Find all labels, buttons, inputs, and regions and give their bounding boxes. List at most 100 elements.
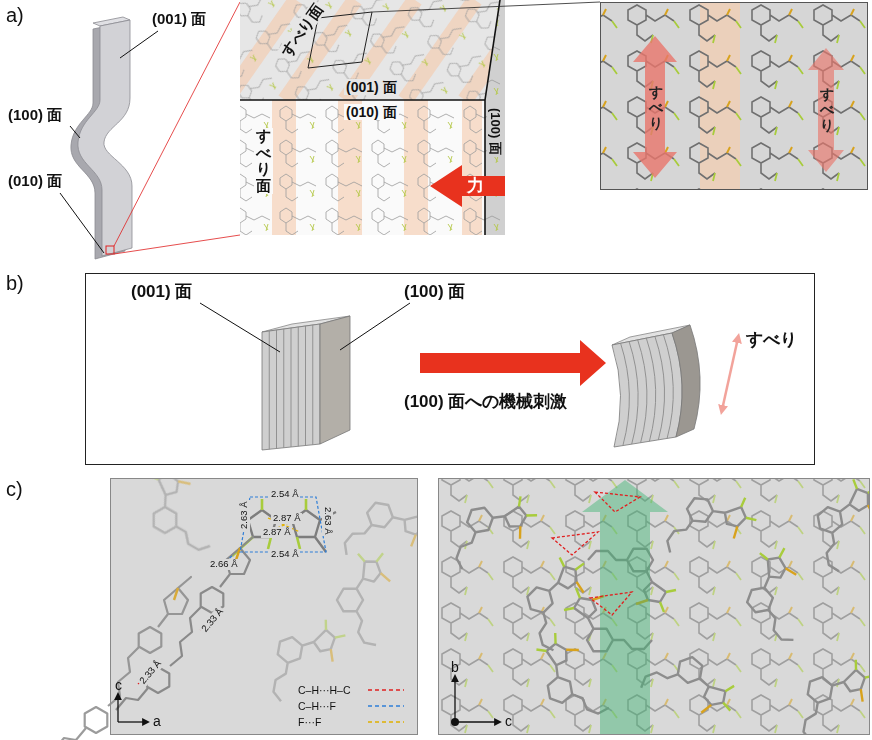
distance-label: 2.54 Å (269, 489, 300, 500)
leader-line (340, 303, 410, 350)
distance-label: 2.33 Å (136, 657, 165, 688)
layered-block (276, 330, 277, 449)
bent-layered-block (612, 325, 700, 447)
slip-inset-art (600, 2, 868, 190)
zoom-line (114, 235, 240, 254)
legend-row: C–H···H–C (298, 682, 406, 698)
distance-label: 2.87 Å (261, 527, 292, 538)
bc-projection-art (438, 474, 872, 740)
crystal-face-view (240, 0, 500, 100)
layered-block (283, 329, 284, 448)
crystal-face-view (484, 100, 486, 235)
crystal-face-view (485, 0, 505, 235)
layered-block (269, 325, 313, 449)
bent-layered-block (672, 325, 700, 437)
crystal-face-view (485, 0, 505, 235)
bc-projection-art (590, 592, 632, 615)
slip-label: すべり (649, 85, 663, 131)
bc-projection-art (728, 539, 833, 647)
ac-projection-art (116, 537, 253, 710)
layered-block (298, 327, 299, 446)
bc-projection-art (455, 721, 498, 722)
bc-projection-art (455, 678, 498, 722)
slip-plane-label: すべり面 (277, 0, 328, 62)
ac-projection-art (54, 577, 191, 740)
force-arrow-outline (430, 165, 505, 207)
crystal-face-view (485, 0, 500, 100)
bent-layered-block (629, 342, 638, 445)
ac-projection-art (240, 497, 326, 552)
bc-projection-panel: bc (438, 478, 870, 735)
zoom-line (114, 2, 240, 246)
bc-projection-art (595, 492, 640, 512)
ac-projection-art (118, 721, 146, 722)
legend-text: C–H···H–C (298, 684, 366, 696)
bc-projection-art (438, 478, 870, 735)
legend-text: F···F (298, 716, 366, 728)
distance-label: 2.33 Å (198, 605, 227, 636)
distance-label: 2.63 Å (322, 505, 333, 536)
distance-label: 2.54 Å (269, 549, 300, 560)
zoom-line (114, 2, 240, 254)
bent-crystal (106, 246, 114, 254)
legend-swatch (366, 685, 406, 695)
slip-inset-art (600, 2, 868, 190)
legend-row: C–H···F (298, 698, 406, 714)
layered-block (262, 324, 320, 450)
layered-block (262, 316, 350, 450)
leader-line (120, 31, 158, 58)
legend-line-sample (368, 721, 404, 723)
slip-label: すべり (820, 87, 834, 133)
ac-projection-art (232, 499, 306, 556)
bent-layered-block (621, 343, 630, 445)
ac-projection-art (232, 499, 336, 556)
ac-projection-art (338, 480, 418, 588)
bent-crystal (71, 17, 132, 259)
leader-line (70, 126, 80, 138)
axis-label: c (505, 713, 512, 729)
face-label: (010) 面 (8, 172, 62, 189)
bc-projection-art (452, 482, 542, 586)
layered-block (312, 325, 313, 445)
slip-inset-art (633, 36, 677, 178)
slip-plane-label: すべり面 (254, 128, 273, 194)
crystal-face-view (240, 0, 500, 100)
legend-swatch (366, 701, 406, 711)
stimulus-arrow (420, 340, 606, 386)
legend-text: C–H···F (298, 700, 366, 712)
bc-projection-art (813, 478, 870, 573)
bc-projection-art (800, 653, 870, 735)
leader-line (60, 31, 158, 253)
axis-label: a (153, 713, 161, 729)
face-label: (100) 面 (487, 106, 502, 157)
face-label: (010) 面 (344, 104, 399, 120)
crystal-face-view (240, 99, 485, 101)
crystal-face-view (240, 0, 505, 235)
layered-block (269, 331, 270, 449)
slip-arrow (722, 338, 738, 410)
face-label: (001) 面 (152, 10, 206, 27)
bent-layered-block (655, 336, 665, 440)
face-label: (100) 面 (8, 106, 62, 123)
ac-projection-art (128, 478, 236, 556)
legend: C–H···H–C C–H···F F···F (294, 680, 410, 732)
bc-projection-art (520, 552, 604, 653)
bent-layered-block (638, 340, 647, 443)
crystal-face-view (372, 2, 600, 12)
distance-label: 2.87 Å (271, 513, 302, 524)
stimulus-label: (100) 面への機械刺激 (404, 392, 567, 412)
slip-scheme-panel: (001) 面(100) 面(100) 面への機械刺激すべり (85, 273, 815, 465)
bc-projection-art (582, 480, 668, 735)
distance-label: 2.63 Å (239, 500, 250, 531)
force-arrow: 力 (430, 165, 505, 207)
panel-label: c) (6, 478, 23, 501)
legend-swatch (366, 717, 406, 727)
ac-projection-art (322, 543, 418, 651)
bc-projection-art (637, 647, 741, 735)
ac-projection-art (54, 457, 443, 740)
axis-label: c (115, 677, 122, 693)
force-label: 力 (467, 176, 484, 196)
bc-projection-art (454, 678, 455, 722)
